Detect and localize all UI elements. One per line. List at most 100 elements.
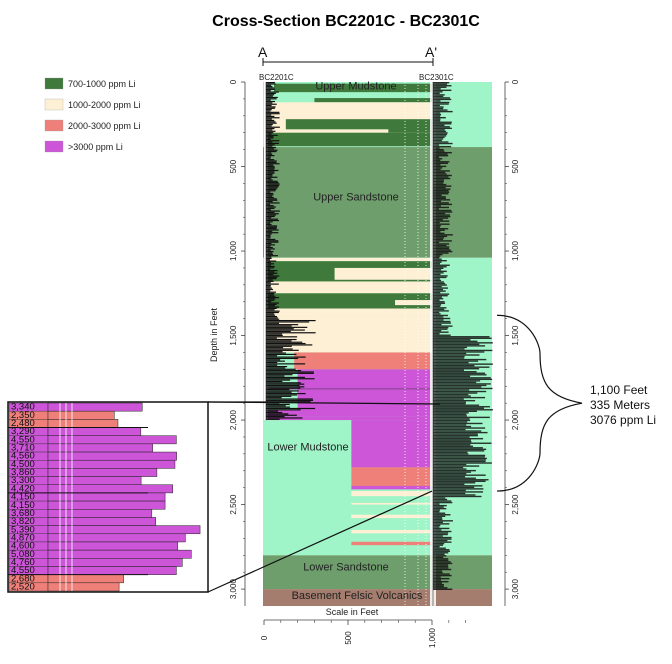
log-bar-right xyxy=(433,89,452,92)
log-bar-right xyxy=(433,580,449,583)
log-bar-right xyxy=(433,322,451,324)
log-bar-left xyxy=(266,244,275,246)
log-bar-left xyxy=(266,83,276,85)
grade-band xyxy=(264,132,432,147)
inset-value: 2,480 xyxy=(11,418,35,429)
log-bar-right xyxy=(433,448,487,451)
log-bar-left xyxy=(266,253,273,255)
log-bar-right xyxy=(433,164,441,166)
log-bar-right xyxy=(433,120,441,122)
log-bar-right xyxy=(433,129,445,131)
log-bar-left xyxy=(266,183,280,185)
log-bar-right xyxy=(433,415,467,417)
log-bar-right xyxy=(433,278,440,280)
log-bar-left xyxy=(266,196,274,199)
log-bar-right xyxy=(433,544,443,546)
log-bar-right xyxy=(433,319,444,321)
log-bar-right xyxy=(433,428,466,431)
log-bar-right xyxy=(433,177,451,180)
log-bar-right xyxy=(433,221,440,224)
log-bar-left xyxy=(266,367,286,369)
log-bar-left xyxy=(266,87,275,89)
log-bar-left xyxy=(266,263,275,265)
log-bar-left xyxy=(266,275,280,277)
log-bar-right xyxy=(433,305,441,308)
grade-band xyxy=(297,369,432,417)
log-bar-right xyxy=(433,171,446,174)
log-bar-left xyxy=(266,137,274,139)
log-bar-right xyxy=(433,326,449,329)
log-bar-right xyxy=(433,167,443,169)
log-bar-left xyxy=(266,401,311,403)
log-bar-left xyxy=(266,307,277,310)
log-bar-left xyxy=(266,302,279,304)
log-bar-right xyxy=(433,234,453,236)
log-bar-right xyxy=(433,115,441,117)
log-bar-right xyxy=(433,231,441,233)
log-bar-left xyxy=(266,140,280,142)
log-bar-right xyxy=(433,346,468,349)
log-bar-left xyxy=(266,171,275,173)
log-bar-right xyxy=(433,456,485,458)
log-bar-right xyxy=(433,410,477,412)
log-bar-right xyxy=(433,518,443,521)
log-bar-right xyxy=(433,211,453,213)
log-bar-right xyxy=(433,113,442,116)
log-bar-right xyxy=(433,225,441,227)
log-bar-left xyxy=(266,342,306,345)
log-bar-left xyxy=(266,106,276,108)
log-bar-right xyxy=(433,369,464,371)
log-bar-left xyxy=(266,386,305,388)
log-bar-left xyxy=(266,136,274,138)
log-bar-right xyxy=(433,352,467,355)
log-bar-right xyxy=(433,293,450,295)
log-bar-right xyxy=(433,226,440,228)
log-bar-left xyxy=(266,109,272,111)
log-bar-left xyxy=(266,394,298,396)
log-bar-left xyxy=(266,360,285,362)
grade-band xyxy=(351,502,432,505)
inset-bar xyxy=(47,558,183,567)
log-bar-right xyxy=(433,406,490,408)
log-bar-right xyxy=(433,507,447,510)
log-bar-left xyxy=(266,314,275,316)
log-bar-right xyxy=(433,491,484,493)
log-bar-left xyxy=(266,375,285,377)
grade-band xyxy=(264,316,432,353)
log-bar-right xyxy=(433,162,448,165)
log-bar-right xyxy=(433,520,453,522)
log-bar-left xyxy=(266,213,279,215)
log-bar-right xyxy=(433,453,469,455)
unit-label: Lower Sandstone xyxy=(303,562,389,574)
log-bar-right xyxy=(433,100,441,102)
log-bar-right xyxy=(433,570,443,572)
depth-tick-left: 1,000 xyxy=(229,240,238,261)
log-bar-left xyxy=(266,337,277,339)
log-bar-left xyxy=(266,186,279,188)
log-bar-right xyxy=(433,381,477,384)
inset-value: 3,680 xyxy=(11,508,35,519)
legend-swatch xyxy=(44,119,64,132)
log-bar-left xyxy=(266,379,291,381)
log-bar-right xyxy=(433,512,446,514)
log-bar-left xyxy=(266,198,277,200)
log-bar-right xyxy=(433,276,447,279)
log-bar-left xyxy=(266,391,292,393)
log-bar-left xyxy=(266,206,276,208)
log-bar-right xyxy=(433,451,468,454)
log-bar-left xyxy=(266,115,275,118)
log-bar-right xyxy=(433,393,469,396)
inset-value: 4,500 xyxy=(11,459,35,470)
log-bar-left xyxy=(266,165,275,168)
log-bar-right xyxy=(433,200,442,203)
grade-band xyxy=(351,491,432,497)
inset-value: 4,600 xyxy=(11,541,35,552)
log-bar-right xyxy=(433,486,475,489)
log-bar-right xyxy=(433,217,449,219)
log-bar-right xyxy=(433,404,480,406)
log-bar-left xyxy=(266,88,276,90)
log-bar-left xyxy=(266,103,277,105)
log-bar-right xyxy=(433,523,450,525)
log-bar-right xyxy=(433,174,452,177)
log-bar-left xyxy=(266,383,305,385)
